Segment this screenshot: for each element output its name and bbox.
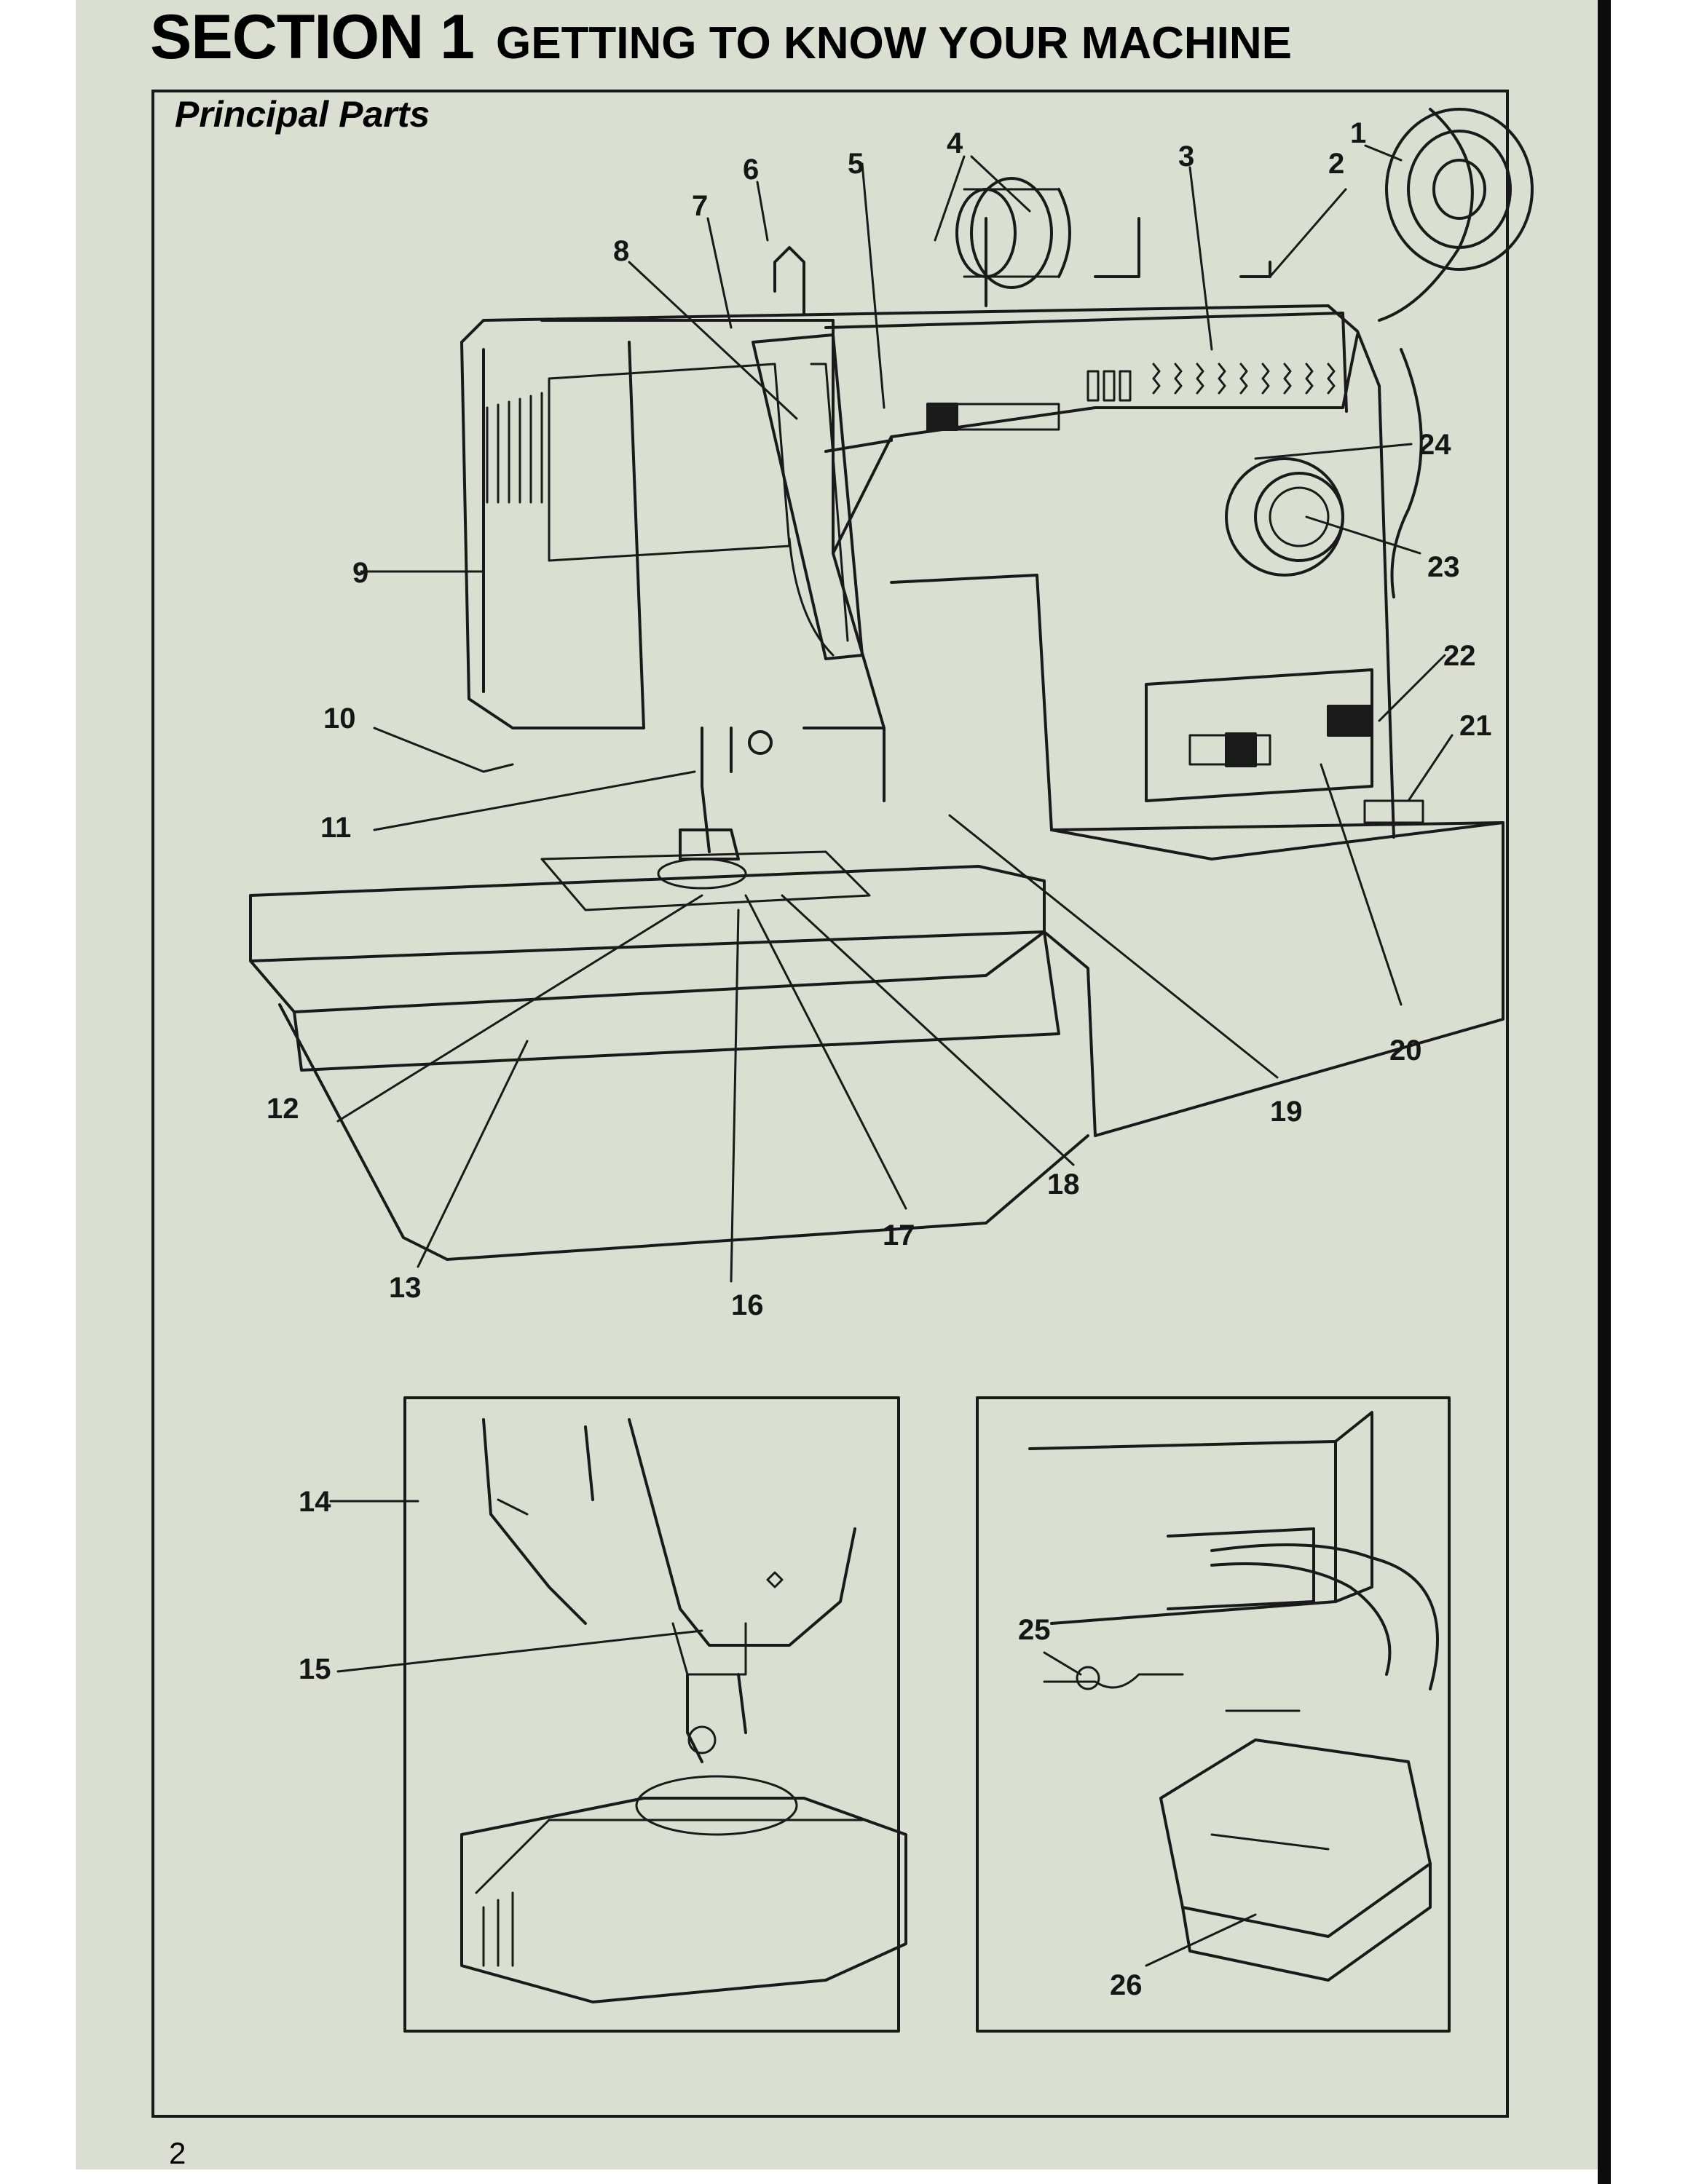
callout-25: 25 — [1018, 1614, 1051, 1646]
section-title: GETTING TO KNOW YOUR MACHINE — [495, 18, 1293, 68]
callout-9: 9 — [352, 557, 368, 589]
callout-6: 6 — [743, 154, 759, 186]
callout-12: 12 — [267, 1093, 299, 1125]
page-number: 2 — [169, 2136, 186, 2170]
callout-4: 4 — [947, 127, 963, 159]
callout-16: 16 — [731, 1289, 764, 1321]
callout-18: 18 — [1047, 1168, 1080, 1200]
callout-21: 21 — [1459, 710, 1492, 742]
callout-23: 23 — [1427, 551, 1460, 583]
callout-2: 2 — [1328, 148, 1344, 180]
callout-14: 14 — [299, 1486, 331, 1518]
callout-20: 20 — [1389, 1034, 1422, 1067]
callout-7: 7 — [692, 190, 708, 222]
scan-margin — [1598, 0, 1688, 2184]
callout-3: 3 — [1178, 141, 1194, 173]
callout-11: 11 — [320, 812, 351, 844]
inset-right-foot-control — [976, 1396, 1451, 2033]
callout-19: 19 — [1270, 1096, 1303, 1128]
callout-leaders — [336, 144, 1454, 1283]
scan-edge-bar — [1598, 0, 1611, 2184]
sewing-machine-illustration: 1 2 3 4 5 6 7 8 9 10 11 12 13 16 17 18 1… — [249, 108, 1534, 2033]
callout-5: 5 — [848, 148, 864, 180]
figure-caption: Principal Parts — [175, 94, 430, 135]
callout-15: 15 — [299, 1653, 331, 1685]
inset-left-needle-area — [329, 1396, 907, 2033]
callout-24: 24 — [1419, 429, 1451, 461]
callout-labels: 1 2 3 4 5 6 7 8 9 10 11 12 13 16 17 18 1… — [267, 117, 1492, 2001]
callout-13: 13 — [389, 1272, 422, 1304]
callout-26: 26 — [1110, 1969, 1143, 2001]
callout-22: 22 — [1443, 640, 1476, 672]
machine-drawing — [249, 108, 1534, 1261]
callout-17: 17 — [883, 1219, 915, 1251]
callout-1: 1 — [1350, 117, 1366, 149]
callout-10: 10 — [323, 703, 356, 735]
section-number: SECTION 1 — [150, 2, 475, 72]
callout-8: 8 — [613, 235, 629, 267]
figure-frame — [151, 90, 1509, 2118]
